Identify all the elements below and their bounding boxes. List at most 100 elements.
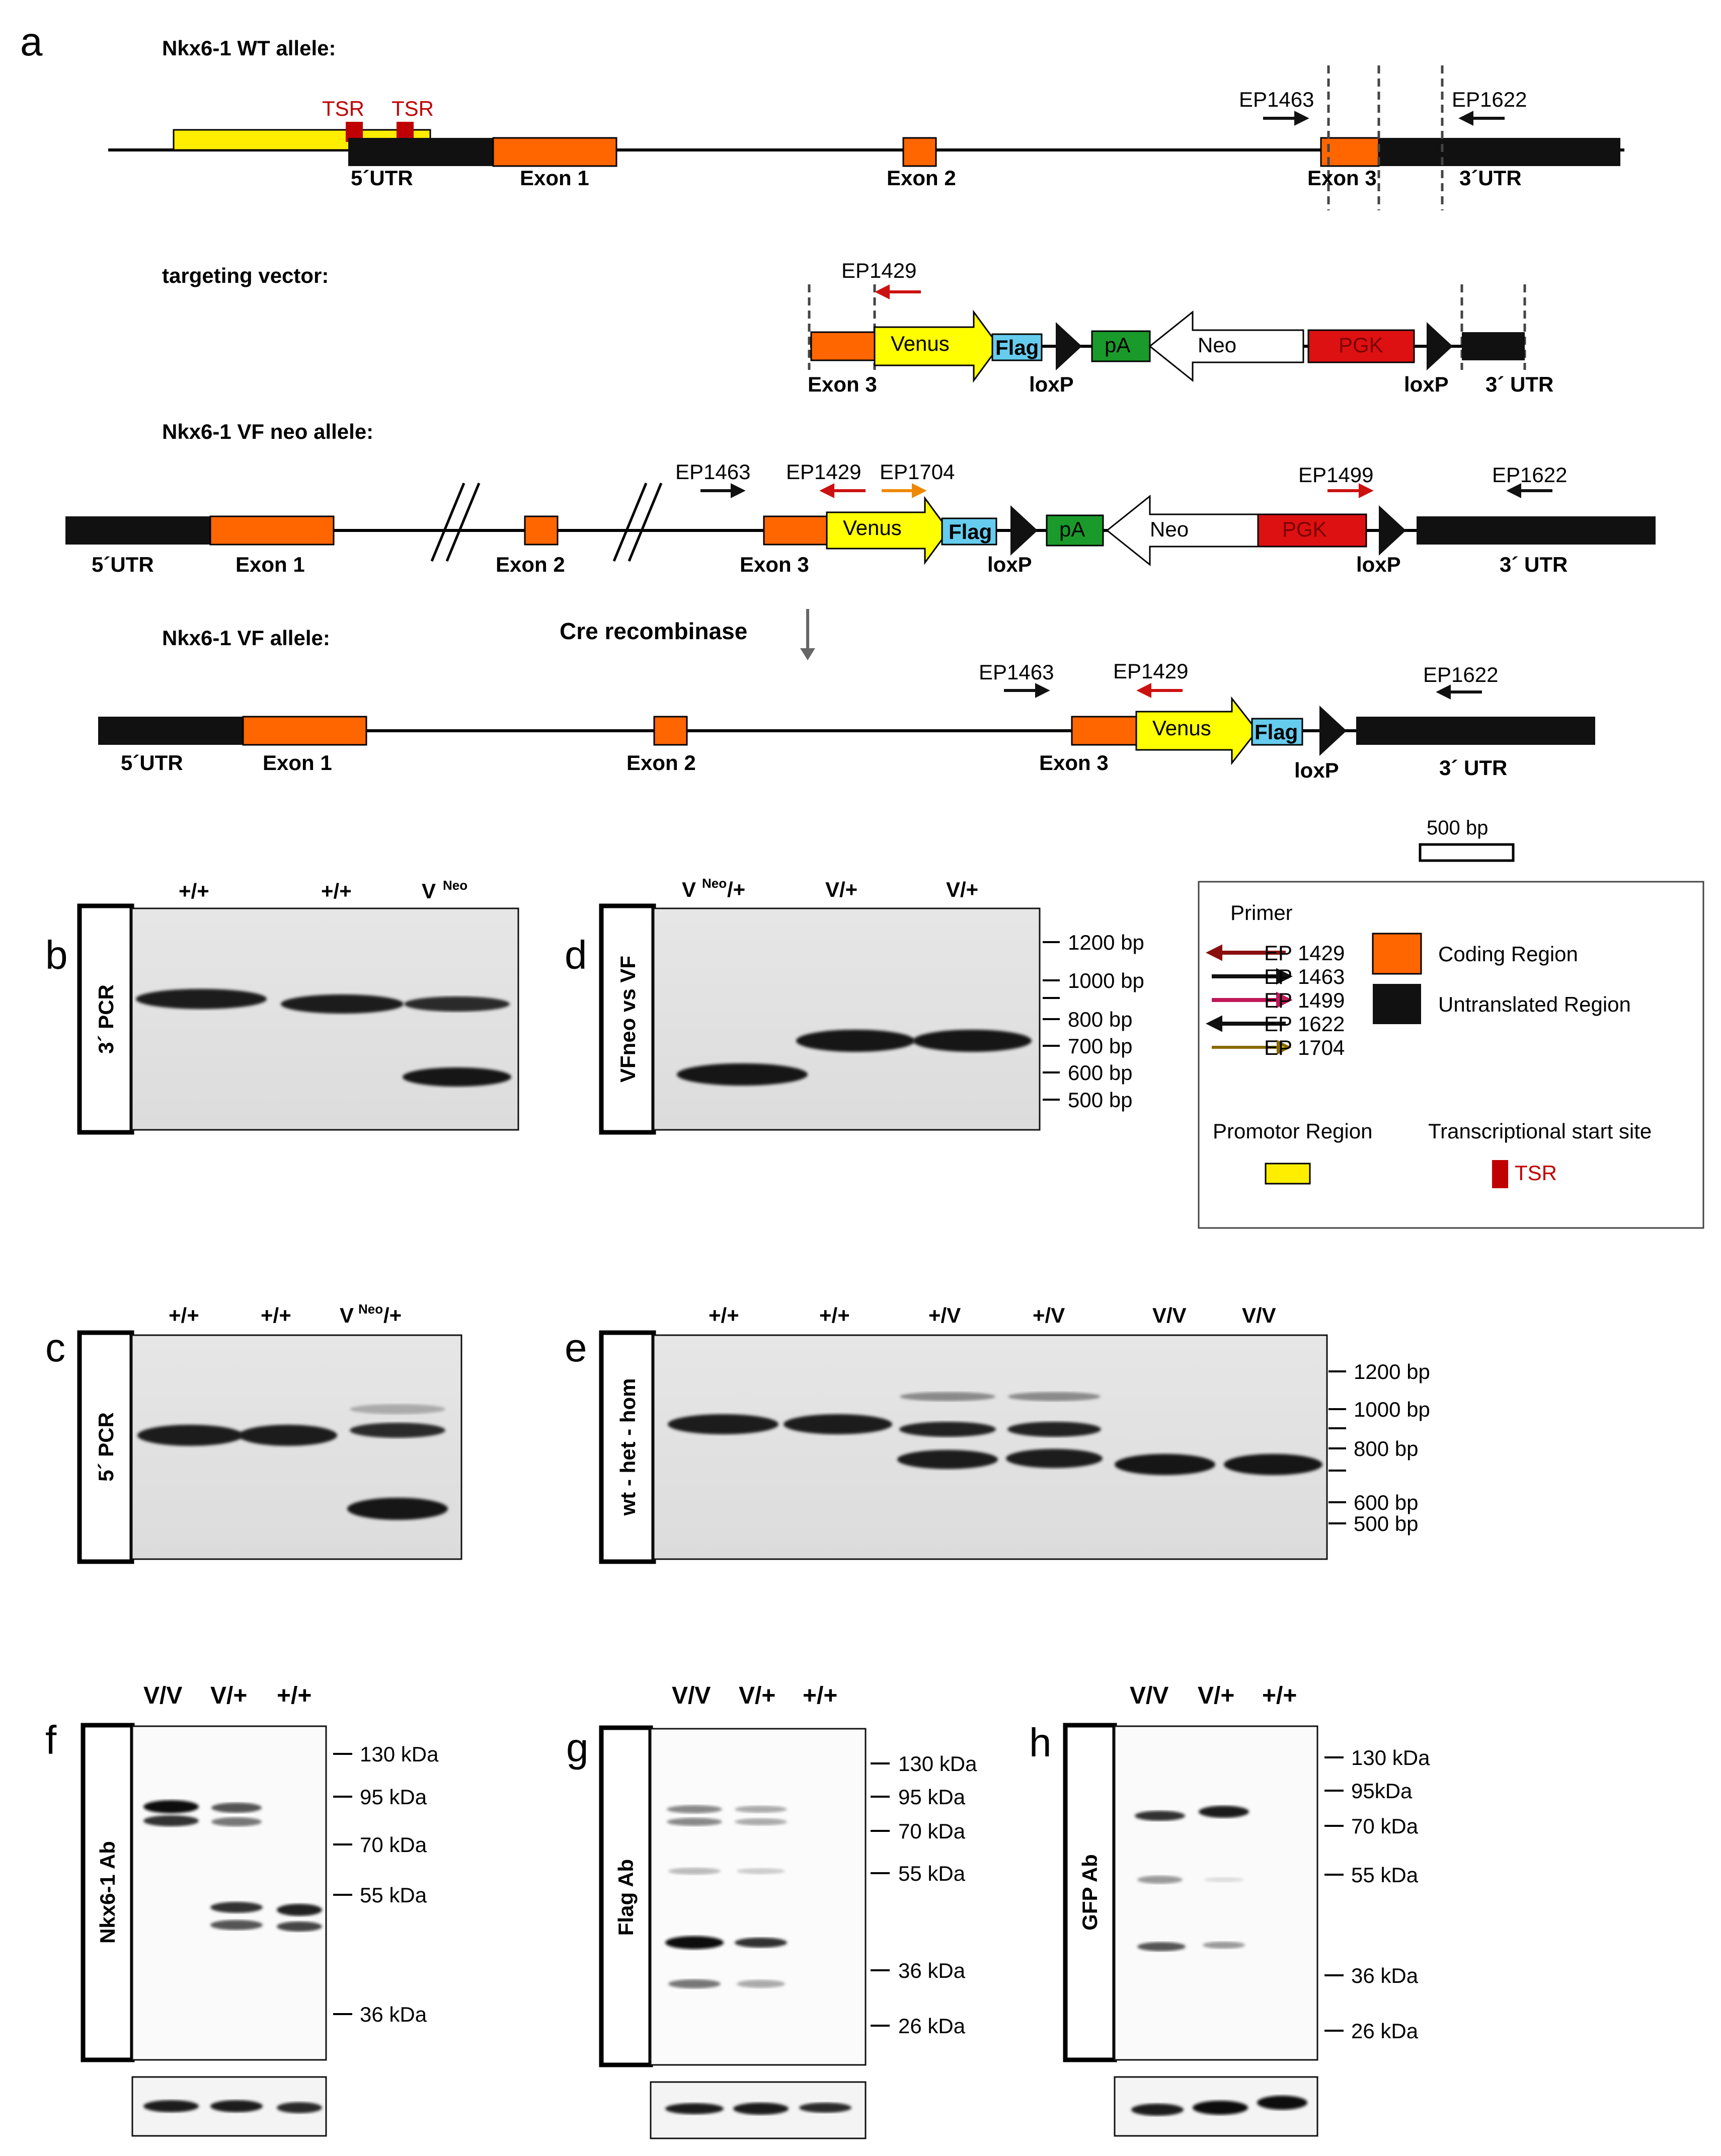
blot-f-band-1: [143, 1800, 199, 1813]
vf-allele: Nkx6-1 VF allele: Cre recombinase Venus …: [98, 609, 1595, 782]
gel-e-band-4: [897, 1450, 998, 1469]
vfneo-ep1622-label: EP1622: [1492, 463, 1567, 487]
tv-loxp-2: [1427, 322, 1453, 370]
blot-g-marker-70: 70 kDa: [898, 1819, 966, 1843]
vfneo-neo-label: Neo: [1150, 517, 1189, 541]
vfneo-loxp-label-2: loxP: [1356, 553, 1401, 576]
vf-ep1463-arrow: [1004, 683, 1050, 698]
gel-b-image: [131, 907, 519, 1131]
wt-ep1463-arrow: [1263, 111, 1309, 126]
blot-h-marker-130: 130 kDa: [1351, 1746, 1430, 1769]
legend-arrow-ep1499: [1212, 991, 1293, 1009]
gel-d-image: [653, 907, 1041, 1131]
gel-b-lane-3: V: [422, 879, 436, 903]
gel-e-marker-1200: 1200 bp: [1354, 1360, 1430, 1383]
vfneo-pgk-block: [1257, 513, 1367, 548]
blot-f-band-7: [277, 1904, 322, 1916]
wt-5utr-block: [348, 138, 494, 166]
tv-loxp-label-1: loxP: [1029, 372, 1074, 396]
vf-venus-arrow: [1135, 696, 1258, 765]
vfneo-venus-label: Venus: [843, 516, 902, 540]
wt-exon3-label: Exon 3: [1307, 166, 1377, 190]
panel-letter-h: h: [1029, 1720, 1052, 1765]
vfneo-loxp-2: [1379, 505, 1406, 556]
vfneo-exon2-label: Exon 2: [496, 553, 565, 576]
tv-pgk-block: [1307, 329, 1415, 363]
cre-arrow-head: [800, 648, 815, 660]
blot-h-band-6: [1203, 1942, 1245, 1949]
gel-c: c 5´ PCR +/+ +/+ V Neo /+: [45, 1301, 462, 1564]
gel-e-band-5-faint: [1008, 1392, 1101, 1401]
legend-promoter-label: Promotor Region: [1213, 1119, 1372, 1143]
tv-pa-label: pA: [1105, 333, 1130, 357]
vf-ep1429-arrow: [1136, 683, 1183, 698]
legend-arrow-ep1622: [1206, 1015, 1286, 1032]
vf-exon1-label: Exon 1: [263, 751, 332, 775]
blot-f-band-6: [210, 1920, 263, 1930]
vfneo-exon2-block: [524, 515, 559, 546]
blot-f-lane-2: V/+: [210, 1682, 247, 1709]
blot-g-band-4: [735, 1818, 787, 1825]
legend-arrow-ep1704: [1212, 1040, 1292, 1055]
gel-d-marker-500: 500 bp: [1068, 1088, 1132, 1112]
gel-e-marker-600: 600 bp: [1354, 1491, 1418, 1514]
gel-b-band-2: [281, 994, 404, 1014]
vf-exon1-block: [242, 716, 367, 746]
blot-f-lane-1: V/V: [143, 1682, 182, 1709]
blot-g-band-3: [735, 1806, 787, 1813]
vfneo-loxp-1: [1010, 505, 1038, 556]
vfneo-ep1429-arrow: [819, 483, 866, 498]
blot-g-image: [650, 1728, 867, 2066]
tv-neo-arrow: [1148, 310, 1304, 382]
vf-title: Nkx6-1 VF allele:: [162, 626, 330, 650]
tv-loxp-label-2: loxP: [1404, 372, 1449, 396]
gel-d-marker-1000: 1000 bp: [1068, 969, 1144, 992]
blot-f-band-4: [211, 1817, 262, 1826]
gel-e: e wt - het - hom +/+ +/+ +/V +/V V/V V/V…: [565, 1303, 1430, 1564]
gel-e-band-7: [1115, 1454, 1215, 1475]
gel-d-band-3: [913, 1030, 1032, 1052]
wt-3utr-block: [1379, 138, 1620, 166]
vfneo-loxp-label-1: loxP: [987, 553, 1032, 576]
gel-c-band-1: [137, 1425, 243, 1446]
vfneo-allele: Nkx6-1 VF neo allele: Venus Flag pA Neo …: [65, 420, 1656, 576]
blot-g-band-9: [668, 1979, 721, 1988]
blot-h-side-label: GFP Ab: [1078, 1854, 1102, 1931]
gel-d-lane-1-sup: Neo: [702, 876, 727, 891]
wt-title: Nkx6-1 WT allele:: [162, 36, 336, 60]
vfneo-ep1499-arrow: [1327, 483, 1374, 498]
wt-tsr-label-1: TSR: [322, 97, 364, 120]
gel-c-lane-1: +/+: [169, 1303, 199, 1327]
tv-title: targeting vector:: [162, 264, 329, 287]
legend-primer-title: Primer: [1230, 901, 1293, 925]
gel-c-lane-3-sup: Neo: [358, 1301, 383, 1317]
gel-b-side-label: 3´ PCR: [94, 984, 118, 1054]
gel-d-lane-3: V/+: [946, 878, 978, 901]
blot-g-band-1: [667, 1805, 722, 1813]
vf-exon3-label: Exon 3: [1039, 751, 1109, 775]
blot-f-side-label: Nkx6-1 Ab: [96, 1841, 119, 1944]
legend-primer-ep1622: EP 1622: [1264, 1012, 1345, 1036]
blot-h-lane-3: +/+: [1262, 1682, 1297, 1709]
blot-h-band-4: [1204, 1877, 1244, 1882]
gel-b-lane-1: +/+: [179, 879, 209, 903]
panel-letter-g: g: [566, 1725, 589, 1770]
gel-b: b 3´ PCR +/+ +/+ V Neo: [45, 878, 519, 1135]
gel-e-band-5: [1007, 1422, 1101, 1437]
blot-g-loading-band-2: [733, 2103, 789, 2115]
blot-g-marker-36: 36 kDa: [898, 1959, 966, 1982]
blot-f-marker-130: 130 kDa: [360, 1742, 439, 1766]
tv-pa-block: [1091, 330, 1151, 362]
targeting-vector: targeting vector: EP1429 Venus Flag pA N…: [162, 259, 1553, 396]
legend-untranslated-label: Untranslated Region: [1438, 992, 1631, 1016]
blot-f-marker-36: 36 kDa: [360, 2003, 427, 2026]
tv-venus-label: Venus: [891, 332, 950, 355]
gel-e-lane-3: +/V: [928, 1303, 961, 1327]
gel-b-lane-2: +/+: [321, 879, 352, 903]
gel-d-marker-700: 700 bp: [1068, 1034, 1132, 1058]
gel-e-marker-800: 800 bp: [1354, 1437, 1418, 1460]
gel-c-side-label: 5´ PCR: [94, 1412, 118, 1482]
legend-coding-swatch: [1372, 933, 1422, 975]
vfneo-exon1-block: [209, 515, 335, 546]
gel-e-band-3-faint: [900, 1392, 995, 1401]
